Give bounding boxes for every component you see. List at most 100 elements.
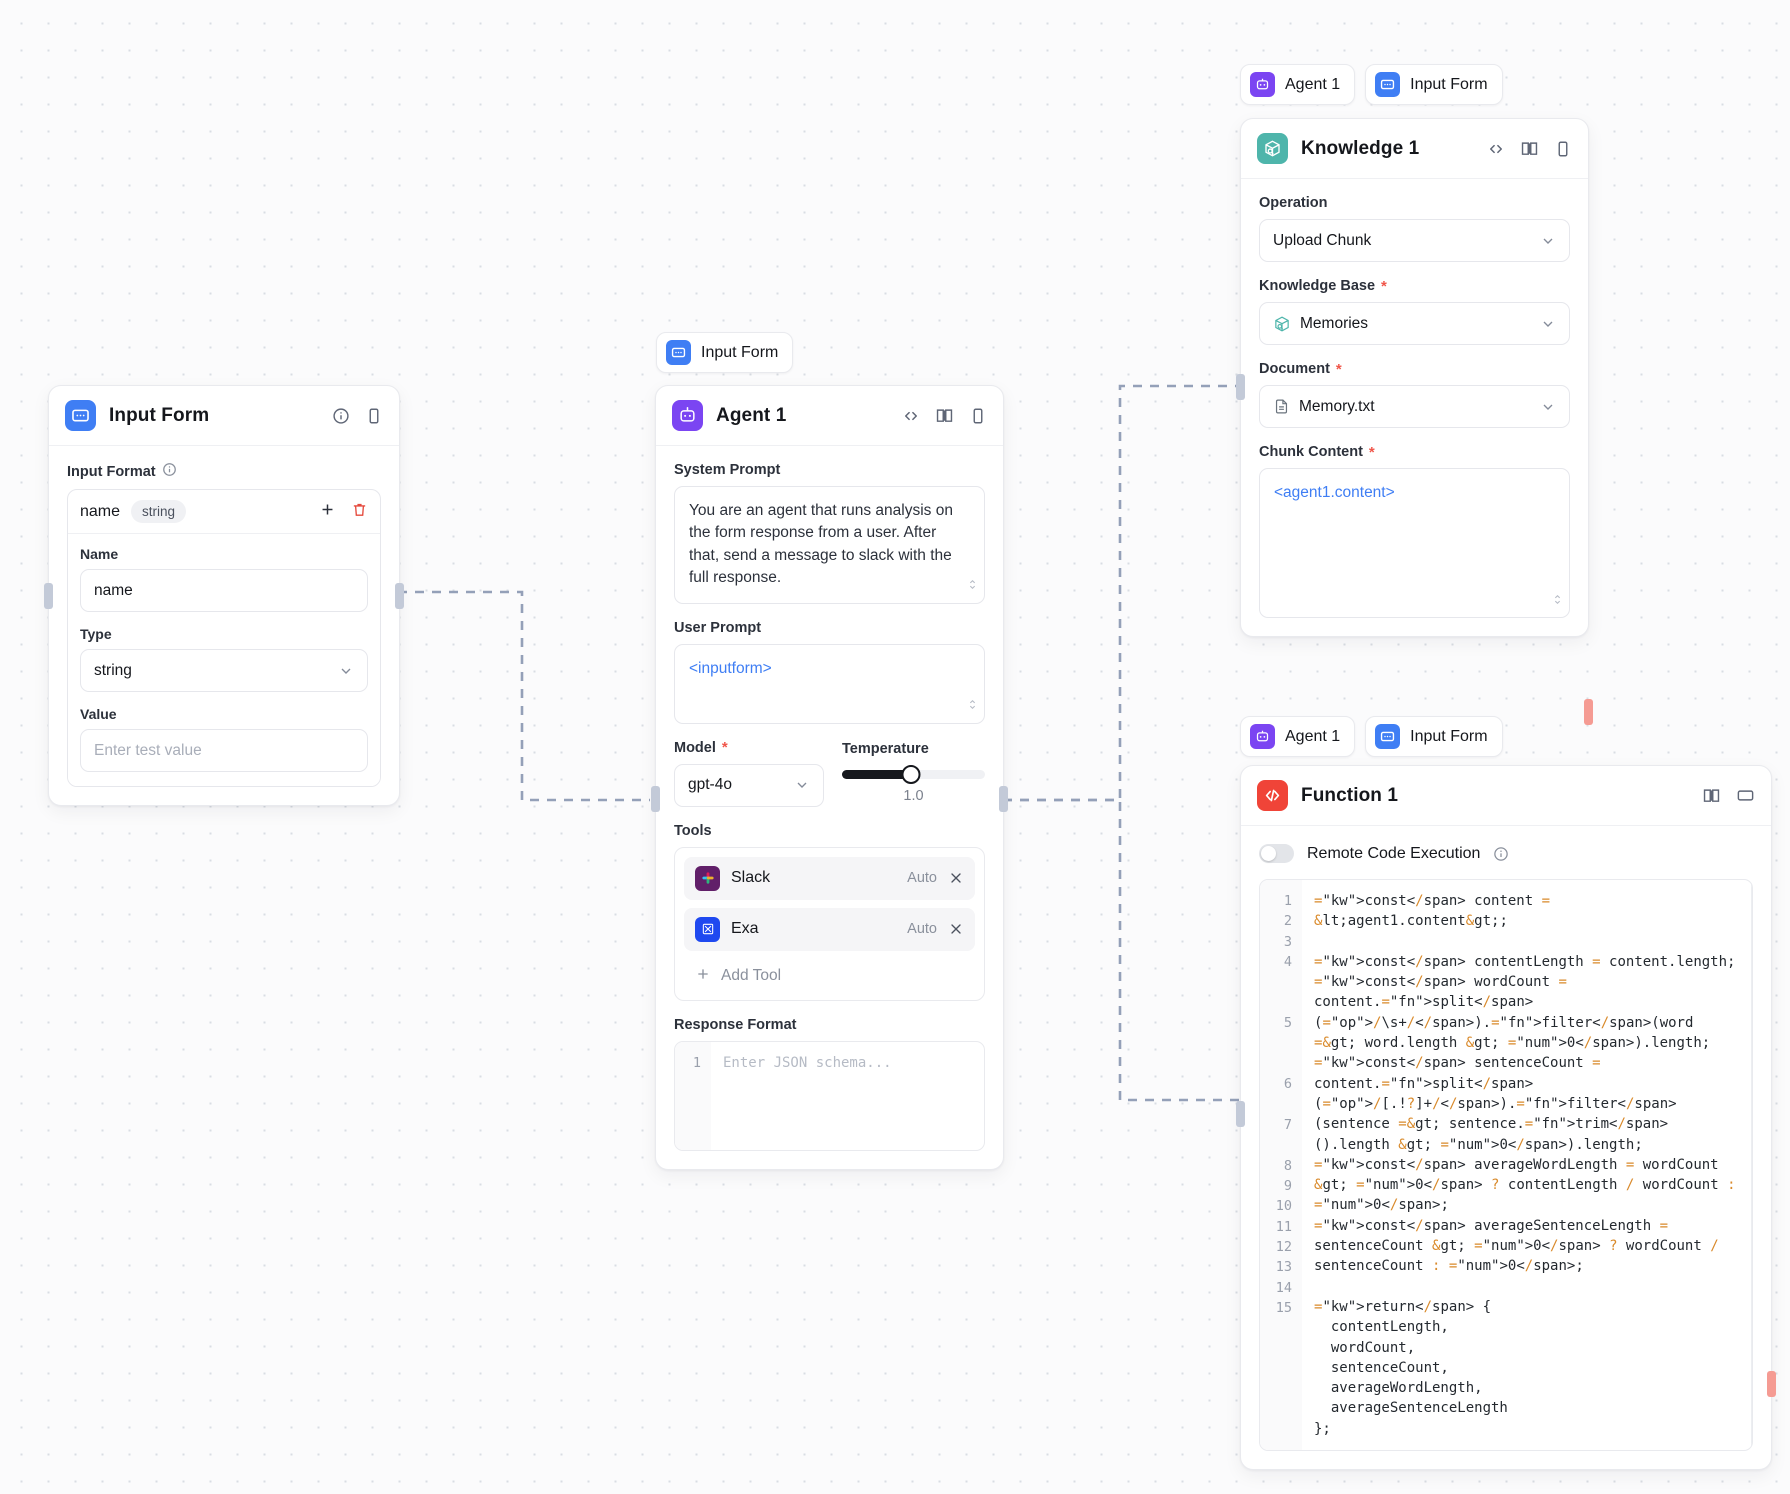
chunk-content-label: Chunk Content* <box>1259 443 1375 461</box>
panel-icon[interactable] <box>365 407 383 425</box>
temperature-slider[interactable] <box>842 764 985 784</box>
tools-label: Tools <box>674 822 712 839</box>
knowledge-base-label: Knowledge Base* <box>1259 277 1387 295</box>
document-select[interactable]: Memory.txt <box>1259 385 1570 428</box>
name-field-label: Name <box>80 546 119 562</box>
slider-fill <box>842 769 911 779</box>
book-icon[interactable] <box>1702 786 1721 805</box>
chip-agent-1[interactable]: Agent 1 <box>1240 716 1356 757</box>
panel-icon[interactable] <box>1554 140 1572 158</box>
resize-grip-icon[interactable] <box>1551 591 1564 613</box>
code-scrollbar[interactable] <box>1750 880 1752 1451</box>
trash-icon[interactable] <box>351 501 368 523</box>
model-select[interactable]: gpt-4o <box>674 763 824 807</box>
response-format-editor[interactable]: 1 Enter JSON schema... <box>674 1040 985 1151</box>
chip-input-form[interactable]: Input Form <box>656 332 794 373</box>
tool-row[interactable]: Slack Auto <box>684 856 975 900</box>
node-input-form[interactable]: Input Form Input Format <box>44 385 404 806</box>
agent-chip-row: Input Form <box>656 332 794 373</box>
code-gutter: 1 2 3 4 5 6 7 8 9 10 11 12 13 14 15 <box>1260 880 1302 1451</box>
add-tool-button[interactable]: Add Tool <box>684 959 975 991</box>
info-icon[interactable] <box>332 407 350 425</box>
node-knowledge[interactable]: Knowledge 1 Operation Upload Chunk <box>1236 118 1593 725</box>
input-format-entry-fields: Name name Type string Value Enter test v… <box>68 533 380 786</box>
input-format-entry-header[interactable]: name string <box>68 490 380 533</box>
code-icon[interactable] <box>902 407 920 425</box>
name-input[interactable]: name <box>80 569 368 612</box>
node-agent[interactable]: Agent 1 System Prompt You are an agent t… <box>651 385 1008 1170</box>
chevron-down-icon <box>794 777 810 793</box>
book-icon[interactable] <box>1520 139 1539 158</box>
input-form-output-port[interactable] <box>395 583 404 609</box>
window-icon[interactable] <box>1736 786 1755 805</box>
value-input-placeholder: Enter test value <box>94 741 202 759</box>
knowledge-output-port[interactable] <box>1584 699 1593 725</box>
input-form-icon <box>1375 724 1401 749</box>
knowledge-header: Knowledge 1 <box>1241 119 1588 179</box>
document-label: Document* <box>1259 360 1342 378</box>
chip-input-form[interactable]: Input Form <box>1365 64 1503 105</box>
code-icon[interactable] <box>1487 140 1505 158</box>
line-number: 13 <box>1275 1259 1292 1276</box>
function-output-port[interactable] <box>1767 1371 1776 1397</box>
system-prompt-value: You are an agent that runs analysis on t… <box>689 502 953 587</box>
code-text[interactable]: ="kw">const</span> content = &lt;agent1.… <box>1314 893 1736 1437</box>
add-tool-label: Add Tool <box>721 967 782 985</box>
value-input[interactable]: Enter test value <box>80 729 368 772</box>
agent-icon <box>1250 72 1275 97</box>
book-icon[interactable] <box>935 406 954 425</box>
chip-label: Agent 1 <box>1285 75 1341 93</box>
chip-input-form[interactable]: Input Form <box>1365 716 1503 757</box>
node-function[interactable]: Function 1 Remote Code Execution <box>1236 765 1776 1471</box>
remote-code-execution-row[interactable]: Remote Code Execution <box>1259 842 1753 879</box>
input-form-icon <box>1375 72 1401 97</box>
close-icon[interactable] <box>948 870 964 886</box>
operation-select[interactable]: Upload Chunk <box>1259 219 1570 262</box>
agent-output-port[interactable] <box>999 786 1008 812</box>
slider-knob[interactable] <box>901 764 921 784</box>
resize-grip-icon[interactable] <box>966 696 979 718</box>
info-icon[interactable] <box>1493 846 1509 862</box>
temperature-value: 1.0 <box>903 787 924 804</box>
chevron-down-icon <box>1540 316 1556 332</box>
input-form-icon <box>666 340 691 365</box>
plus-icon[interactable] <box>319 501 336 523</box>
required-marker: * <box>1368 443 1375 461</box>
system-prompt-textarea[interactable]: You are an agent that runs analysis on t… <box>674 486 985 604</box>
chip-label: Input Form <box>701 343 779 361</box>
type-select[interactable]: string <box>80 649 368 692</box>
response-format-placeholder: Enter JSON schema... <box>723 1054 892 1071</box>
remote-code-execution-toggle[interactable] <box>1259 844 1294 863</box>
chunk-content-textarea[interactable]: <agent1.content> <box>1259 468 1570 618</box>
function-input-port[interactable] <box>1236 1101 1245 1127</box>
knowledge-chip-row: Agent 1 Input Form <box>1240 64 1503 105</box>
agent-input-port[interactable] <box>651 786 660 812</box>
tool-name: Slack <box>731 869 771 887</box>
user-prompt-textarea[interactable]: <inputform> <box>674 643 985 724</box>
input-form-input-port[interactable] <box>44 583 53 609</box>
tool-row[interactable]: Exa Auto <box>684 907 975 951</box>
required-marker: * <box>1381 277 1387 295</box>
line-number: 2 <box>1283 913 1292 930</box>
chip-agent-1[interactable]: Agent 1 <box>1240 64 1356 105</box>
function-code-editor[interactable]: 1 2 3 4 5 6 7 8 9 10 11 12 13 14 15 ="kw… <box>1259 879 1753 1452</box>
tool-mode[interactable]: Auto <box>907 921 937 938</box>
model-label: Model* <box>674 739 728 757</box>
function-title: Function 1 <box>1301 784 1399 806</box>
required-marker: * <box>721 739 728 757</box>
panel-icon[interactable] <box>969 407 987 425</box>
resize-grip-icon[interactable] <box>966 576 979 598</box>
exa-icon <box>695 916 720 942</box>
close-icon[interactable] <box>948 921 964 937</box>
line-number: 10 <box>1275 1198 1292 1215</box>
tool-mode[interactable]: Auto <box>907 870 937 887</box>
knowledge-input-port[interactable] <box>1236 374 1245 400</box>
function-chip-row: Agent 1 Input Form <box>1240 716 1503 757</box>
line-number: 11 <box>1275 1218 1292 1235</box>
info-icon[interactable] <box>162 462 177 481</box>
knowledge-base-select[interactable]: Memories <box>1259 302 1570 345</box>
knowledge-title: Knowledge 1 <box>1301 137 1420 159</box>
agent-title: Agent 1 <box>716 404 787 426</box>
function-icon <box>1257 780 1288 811</box>
